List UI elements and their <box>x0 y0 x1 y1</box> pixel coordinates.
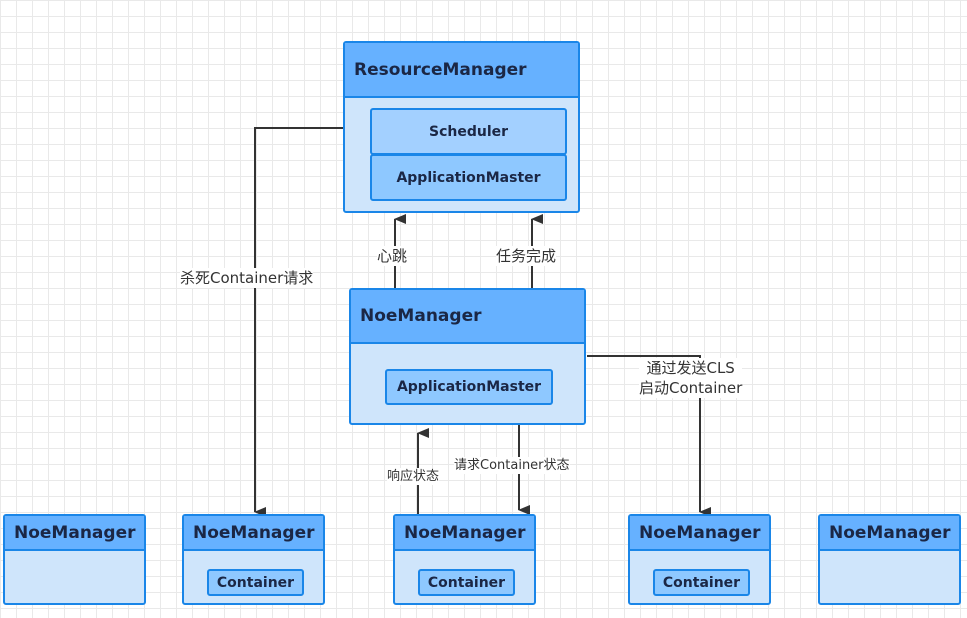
resource-manager-title: ResourceManager <box>345 43 578 98</box>
node-manager-4-title: NoeManager <box>630 516 769 551</box>
main-node-manager-title: NoeManager <box>351 290 584 344</box>
rm-application-master-component[interactable]: ApplicationMaster <box>370 154 567 201</box>
edge-send-cls <box>587 355 711 517</box>
node-manager-4-container[interactable]: Container <box>653 569 750 596</box>
node-manager-5[interactable]: NoeManager <box>818 514 961 605</box>
main-node-manager-node[interactable]: NoeManager ApplicationMaster <box>349 288 586 425</box>
node-manager-1[interactable]: NoeManager <box>3 514 146 605</box>
label-task-done: 任务完成 <box>496 246 557 266</box>
node-manager-3-container[interactable]: Container <box>418 569 515 596</box>
label-kill-container: 杀死Container请求 <box>180 268 314 288</box>
label-request-status: 请求Container状态 <box>454 457 570 474</box>
label-send-cls: 通过发送CLS 启动Container <box>639 358 743 398</box>
edge-kill-container <box>254 127 344 517</box>
scheduler-component[interactable]: Scheduler <box>370 108 567 155</box>
node-manager-1-title: NoeManager <box>5 516 144 551</box>
nm-application-master-component[interactable]: ApplicationMaster <box>385 369 553 405</box>
label-send-cls-line1: 通过发送CLS <box>646 359 735 377</box>
label-response-status: 响应状态 <box>387 468 440 485</box>
node-manager-2-container[interactable]: Container <box>207 569 304 596</box>
label-heartbeat: 心跳 <box>377 246 408 266</box>
node-manager-2[interactable]: NoeManager Container <box>182 514 325 605</box>
node-manager-3-title: NoeManager <box>395 516 534 551</box>
resource-manager-node[interactable]: ResourceManager Scheduler ApplicationMas… <box>343 41 580 213</box>
node-manager-2-title: NoeManager <box>184 516 323 551</box>
node-manager-4[interactable]: NoeManager Container <box>628 514 771 605</box>
node-manager-3[interactable]: NoeManager Container <box>393 514 536 605</box>
node-manager-5-title: NoeManager <box>820 516 959 551</box>
label-send-cls-line2: 启动Container <box>639 379 743 397</box>
